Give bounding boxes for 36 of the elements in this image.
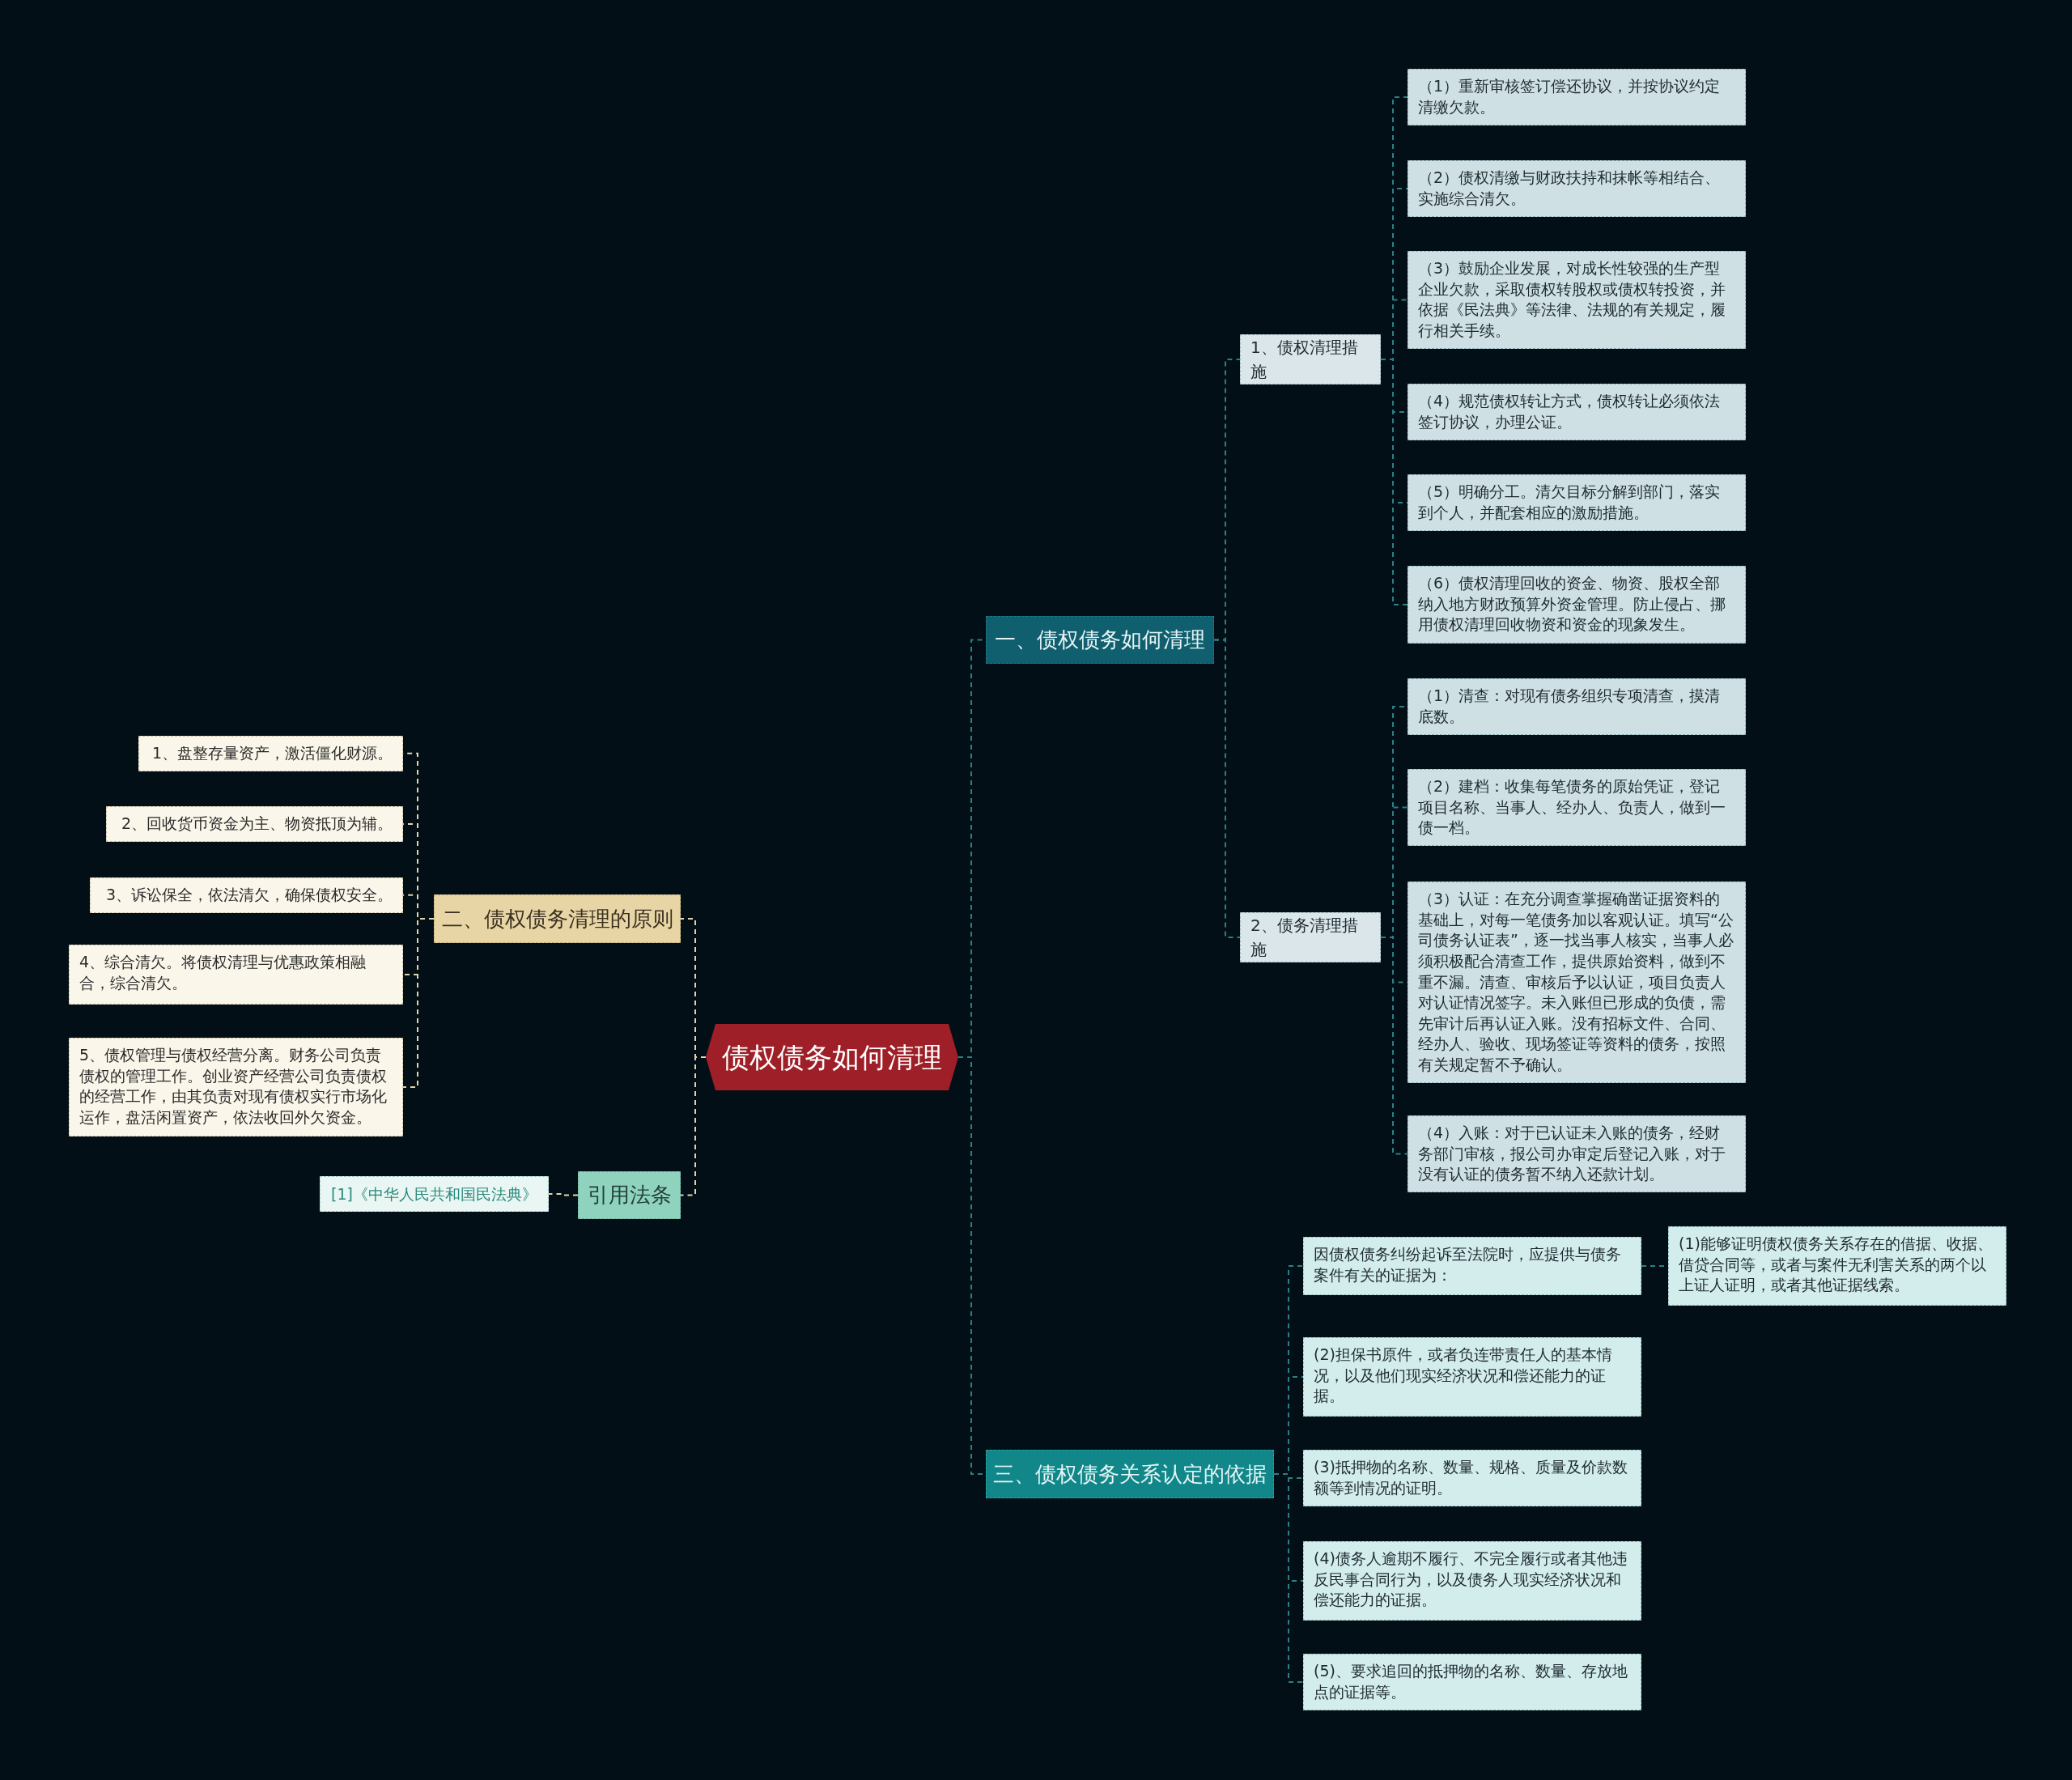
item-box: 4、综合清欠。将债权清理与优惠政策相融合，综合清欠。 bbox=[69, 945, 403, 1005]
item-box: （2）债权清缴与财政扶持和抹帐等相结合、实施综合清欠。 bbox=[1408, 160, 1746, 217]
connector-line bbox=[1380, 359, 1408, 605]
central-topic: 债权债务如何清理 bbox=[706, 1024, 958, 1090]
item-box: （5）明确分工。清欠目标分解到部门，落实到个人，并配套相应的激励措施。 bbox=[1408, 474, 1746, 531]
subtopic-box: 2、债务清理措施 bbox=[1240, 912, 1381, 962]
item-box: （6）债权清理回收的资金、物资、股权全部纳入地方财政预算外资金管理。防止侵占、挪用债权清理回收物资和资金的现象发生。 bbox=[1408, 566, 1746, 644]
connector-line bbox=[1213, 639, 1241, 938]
item-box: （3）认证：在充分调查掌握确凿证据资料的基础上，对每一笔债务加以客观认证。填写“公司债务认证表”，逐一找当事人核实，当事人必须积极配合清查工作，提供原始资料，做到不重不漏。清查、审核后予以认证，项目负责人对认证情况签字。未入账但已形成的负债，需先审计后再认证入账。没有招标文件、合同、经办人、验收、现场签证等资料的债务，按照有关规定暂不予确认。 bbox=[1408, 882, 1746, 1083]
item-box: 3、诉讼保全，依法清欠，确保债权安全。 bbox=[90, 877, 403, 913]
item-box: 1、盘整存量资产，激活僵化财源。 bbox=[138, 736, 403, 771]
item-box: (2)担保书原件，或者负连带责任人的基本情况，以及他们现实经济状况和偿还能力的证据。 bbox=[1303, 1337, 1641, 1417]
item-box: （2）建档：收集每笔债务的原始凭证，登记项目名称、当事人、经办人、负责人，做到一债一档。 bbox=[1408, 769, 1746, 846]
branch-topic: 引用法条 bbox=[578, 1171, 681, 1219]
connector-line bbox=[1273, 1473, 1304, 1683]
item-box: （1）重新审核签订偿还协议，并按协议约定清缴欠款。 bbox=[1408, 69, 1746, 125]
connector-line bbox=[548, 1193, 579, 1196]
item-box: 2、回收货币资金为主、物资抵顶为辅。 bbox=[106, 806, 403, 842]
reference-box: [1]《中华人民共和国民法典》 bbox=[320, 1176, 549, 1212]
connector-line bbox=[680, 1056, 707, 1196]
item-box: （1）清查：对现有债务组织专项清查，摸清底数。 bbox=[1408, 678, 1746, 735]
item-box: （4）入账：对于已认证未入账的债务，经财务部门审核，报公司办审定后登记入账，对于没有认证的债务暂不纳入还款计划。 bbox=[1408, 1115, 1746, 1192]
item-box: (1)能够证明债权债务关系存在的借据、收据、借贷合同等，或者与案件无利害关系的两个以上证人证明，或者其他证据线索。 bbox=[1668, 1226, 2006, 1306]
item-box: (5)、要求追回的抵押物的名称、数量、存放地点的证据等。 bbox=[1303, 1654, 1641, 1710]
item-box: 因债权债务纠纷起诉至法院时，应提供与债务案件有关的证据为： bbox=[1303, 1237, 1641, 1295]
connector-line bbox=[1380, 937, 1408, 1155]
item-box: (3)抵押物的名称、数量、规格、质量及价款数额等到情况的证明。 bbox=[1303, 1450, 1641, 1506]
branch-topic: 二、债权债务清理的原则 bbox=[434, 894, 681, 943]
branch-topic: 一、债权债务如何清理 bbox=[986, 616, 1214, 664]
branch-topic: 三、债权债务关系认定的依据 bbox=[986, 1450, 1274, 1498]
item-box: 5、债权管理与债权经营分离。财务公司负责债权的管理工作。创业资产经营公司负责债权的经营工作，由其负责对现有债权实行市场化运作，盘活闲置资产，依法收回外欠资金。 bbox=[69, 1038, 403, 1136]
item-box: （3）鼓励企业发展，对成长性较强的生产型企业欠款，采取债权转股权或债权转投资，并依据《民法典》等法律、法规的有关规定，履行相关手续。 bbox=[1408, 251, 1746, 349]
item-box: （4）规范债权转让方式，债权转让必须依法签订协议，办理公证。 bbox=[1408, 384, 1746, 440]
subtopic-box: 1、债权清理措施 bbox=[1240, 334, 1381, 384]
connector-line bbox=[402, 918, 435, 1088]
item-box: (4)债务人逾期不履行、不完全履行或者其他违反民事合同行为，以及债务人现实经济状况和偿还能力的证据。 bbox=[1303, 1541, 1641, 1621]
